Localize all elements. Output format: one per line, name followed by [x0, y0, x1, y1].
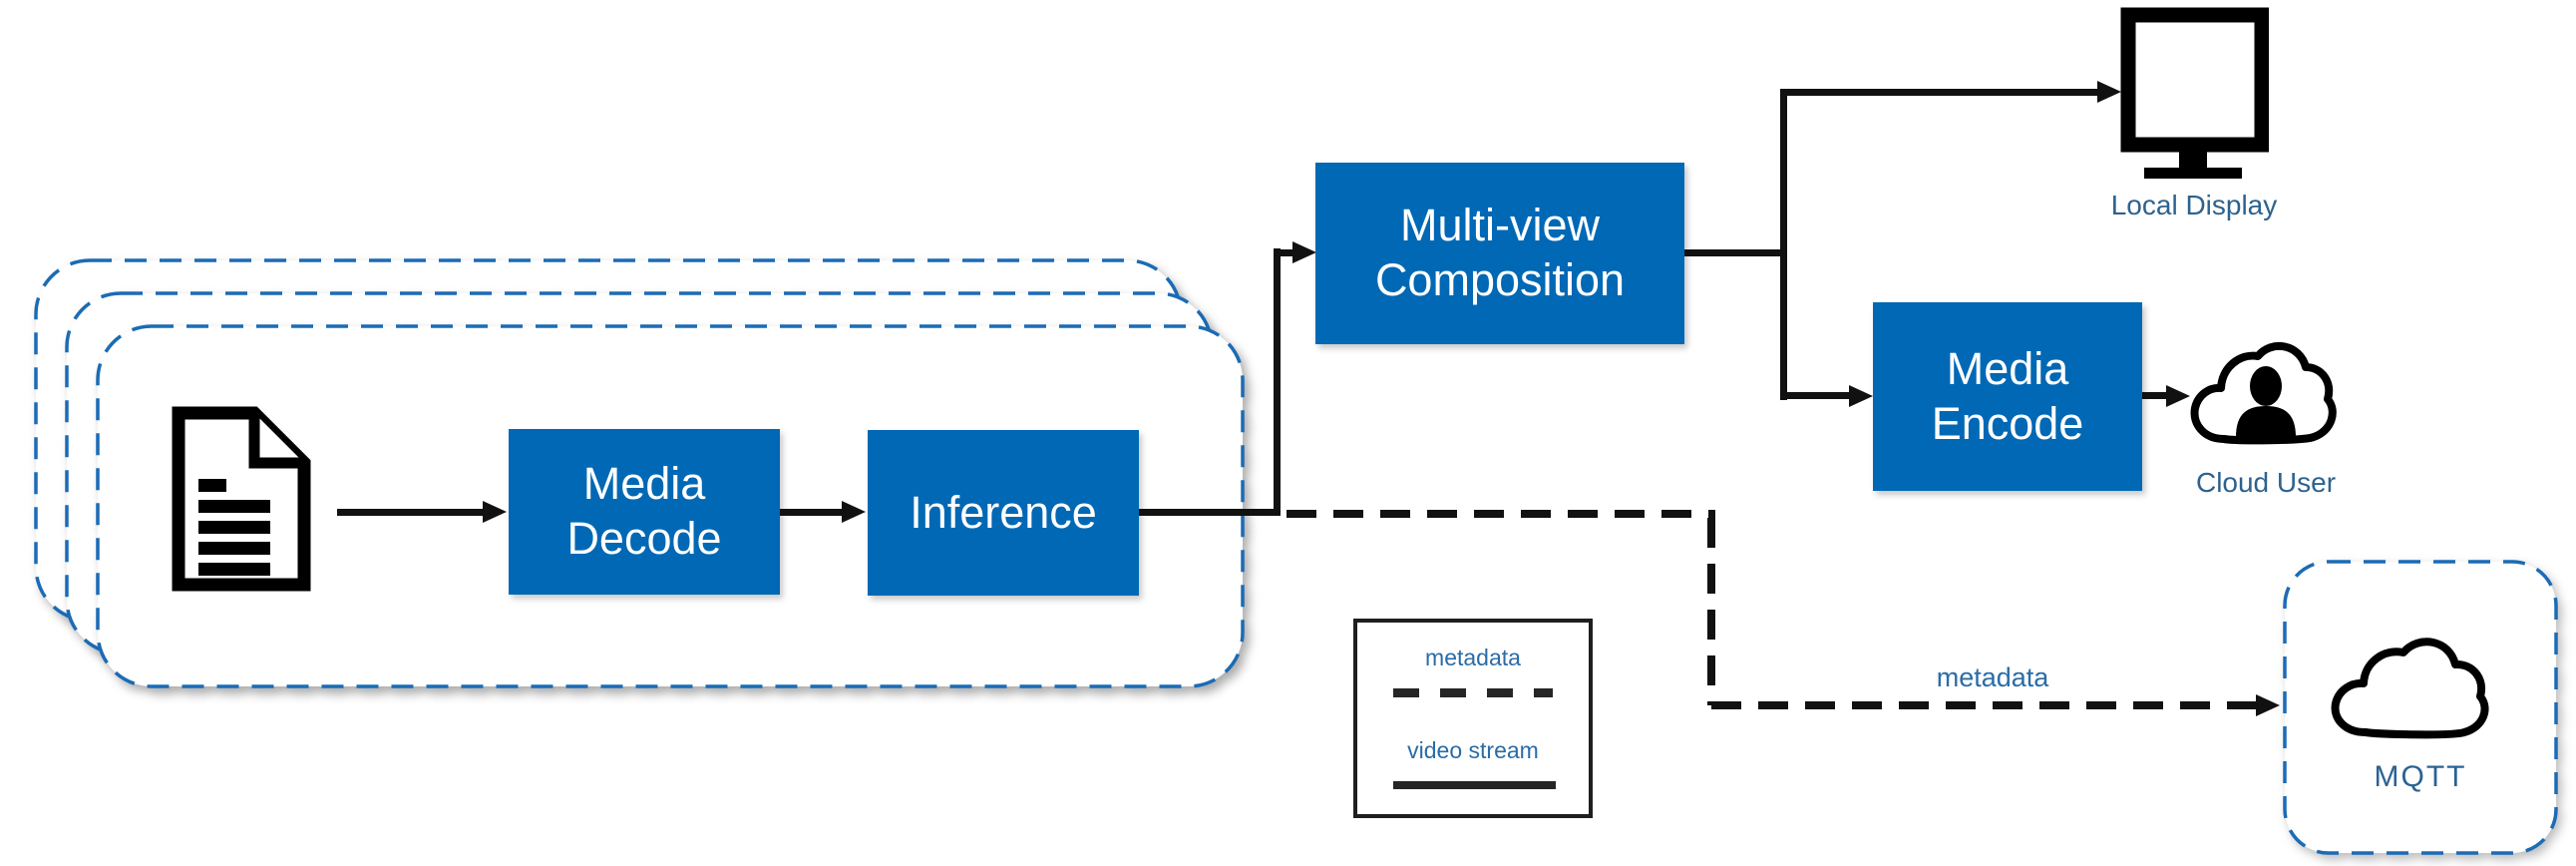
legend-video-stream-label: video stream: [1407, 737, 1539, 763]
node-media-encode-label: Media Encode: [1931, 342, 2084, 449]
edge-inference-out: [1139, 509, 1281, 516]
edge-source-to-decode-arrowhead: [483, 501, 507, 523]
edge-to-local-display-arrowhead: [2097, 81, 2121, 103]
document-icon: [172, 406, 311, 592]
edge-multiview-out: [1684, 249, 1787, 256]
edge-encode-to-cloud-user-arrowhead: [2166, 385, 2190, 407]
edge-metadata-vertical: [1707, 518, 1715, 705]
node-multiview-composition: Multi-view Composition: [1315, 163, 1684, 344]
edge-metadata-horizontal-1: [1287, 510, 1715, 518]
cloud-icon: [2331, 638, 2489, 739]
node-media-decode: Media Decode: [509, 429, 780, 595]
legend-video-stream-line-sample: [1393, 781, 1556, 789]
edge-metadata-arrowhead: [2256, 694, 2280, 716]
edge-up-to-multiview: [1274, 248, 1281, 516]
monitor-icon: [2120, 7, 2269, 179]
legend-metadata-label: metadata: [1425, 645, 1521, 670]
cloud-user-label: Cloud User: [2195, 467, 2337, 498]
edge-metadata-horizontal-2: [1711, 701, 2258, 709]
node-inference: Inference: [868, 430, 1139, 596]
edge-decode-to-inference: [780, 509, 842, 516]
edge-to-local-display: [1783, 89, 2100, 96]
local-display-label: Local Display: [2110, 190, 2278, 220]
node-media-encode: Media Encode: [1873, 302, 2142, 491]
node-multiview-composition-label: Multi-view Composition: [1374, 200, 1626, 305]
mqtt-label: MQTT: [2374, 760, 2467, 793]
edge-to-media-encode: [1783, 392, 1852, 399]
edge-decode-to-inference-arrowhead: [842, 501, 866, 523]
node-inference-label: Inference: [910, 486, 1097, 538]
metadata-edge-label: metadata: [1936, 662, 2049, 692]
cloud-user-icon: [2190, 342, 2337, 445]
edge-to-media-encode-arrowhead: [1849, 385, 1873, 407]
legend-metadata-line-sample: [1393, 688, 1553, 697]
edge-source-to-decode: [337, 509, 487, 516]
edge-into-multiview-arrowhead: [1292, 241, 1316, 263]
edge-into-multiview: [1278, 249, 1295, 256]
legend-box: metadata video stream: [1353, 619, 1593, 818]
node-media-decode-label: Media Decode: [566, 458, 722, 564]
edge-encode-to-cloud-user: [2142, 392, 2169, 399]
edge-junction-vertical: [1780, 89, 1787, 400]
